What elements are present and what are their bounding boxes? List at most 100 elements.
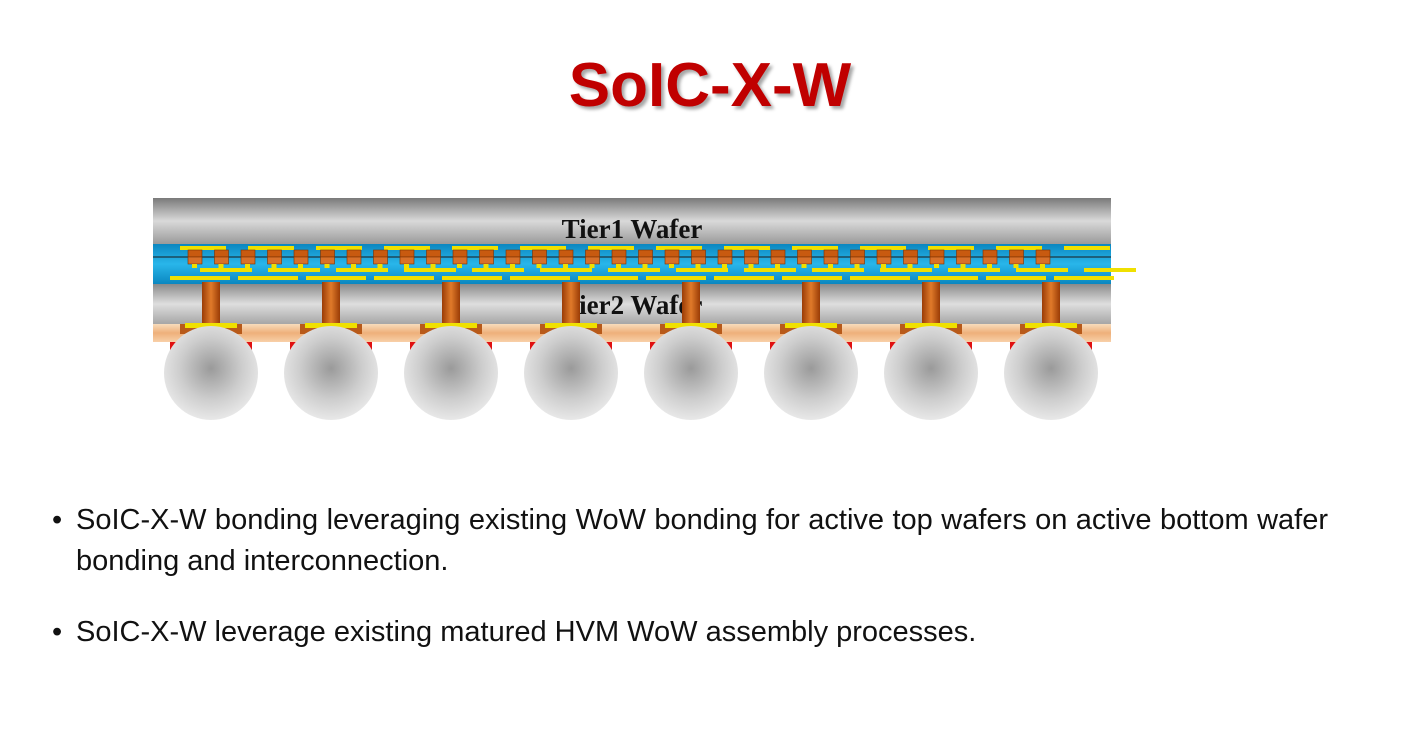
metal-line: [238, 276, 298, 280]
copper-bond-pad: [717, 249, 733, 258]
metal-line: [306, 276, 366, 280]
metal-cap: [545, 323, 597, 328]
copper-bond-pad: [585, 256, 600, 265]
via: [430, 264, 436, 268]
copper-bond-pad: [585, 249, 600, 258]
metal-line: [656, 246, 702, 250]
via: [828, 264, 833, 268]
copper-bond-pad: [1009, 249, 1024, 258]
metal-line: [714, 276, 774, 280]
copper-bond-pad: [823, 256, 839, 265]
metal-line: [384, 246, 430, 250]
tsv: [562, 282, 580, 324]
copper-bond-pad: [532, 256, 547, 265]
solder-bumps: [164, 323, 1098, 420]
copper-bond-pad: [346, 256, 362, 265]
metal-line: [782, 276, 842, 280]
solder-ball: [884, 326, 978, 420]
copper-bond-pad: [240, 256, 256, 265]
copper-bond-pad: [903, 256, 918, 265]
interconnect-layers: [170, 246, 1136, 280]
via: [271, 264, 277, 268]
via: [218, 264, 224, 268]
copper-bond-pad: [479, 256, 494, 265]
tsv: [442, 282, 460, 324]
metal-line: [510, 276, 570, 280]
metal-line: [442, 276, 502, 280]
copper-bond-pad: [399, 249, 415, 258]
via: [907, 264, 913, 268]
copper-bond-pad: [956, 256, 971, 265]
copper-bond-pad: [214, 256, 229, 265]
copper-bond-pad: [744, 256, 759, 265]
via: [669, 264, 674, 268]
metal-cap: [665, 323, 717, 328]
tier2-wafer: [153, 284, 1111, 324]
via: [510, 264, 515, 268]
via: [245, 264, 250, 268]
metal-line: [248, 246, 294, 250]
solder-ball: [404, 326, 498, 420]
metal-line: [180, 246, 226, 250]
tsv: [322, 282, 340, 324]
metal-line: [588, 246, 634, 250]
metal-line: [1054, 276, 1114, 280]
metal-cap: [905, 323, 957, 328]
copper-bond-pad: [346, 249, 362, 258]
copper-bond-pad: [956, 249, 971, 258]
copper-bond-pad: [823, 249, 839, 258]
copper-bond-pad: [770, 249, 786, 258]
metal-line: [200, 268, 252, 272]
copper-bond-pad: [240, 249, 256, 258]
copper-bond-pad: [664, 256, 680, 265]
copper-bond-pad: [505, 256, 521, 265]
metal-line: [792, 246, 838, 250]
via: [563, 264, 568, 268]
copper-bond-pad: [638, 249, 653, 258]
metal-line: [676, 268, 728, 272]
copper-bond-pad: [187, 256, 203, 265]
metal-cap: [1025, 323, 1077, 328]
metal-line: [986, 276, 1046, 280]
via: [404, 264, 409, 268]
copper-bond-pad: [770, 256, 786, 265]
tsv: [202, 282, 220, 324]
via: [987, 264, 992, 268]
copper-bond-pad: [214, 249, 229, 258]
copper-bond-pad: [664, 249, 680, 258]
metal-line: [812, 268, 864, 272]
via: [351, 264, 356, 268]
tsv-overlay: [202, 282, 1060, 324]
copper-bond-pad: [532, 249, 547, 258]
copper-bond-pad: [293, 256, 309, 265]
copper-bond-pad: [982, 249, 998, 258]
metal-cap: [185, 323, 237, 328]
copper-bond-pad: [717, 256, 733, 265]
metal-line: [850, 276, 910, 280]
solder-ball: [644, 326, 738, 420]
metal-line: [860, 246, 906, 250]
copper-bond-pad: [611, 249, 627, 258]
metal-line: [880, 268, 932, 272]
metal-line: [520, 246, 566, 250]
tsv: [682, 282, 700, 324]
copper-bond-pad: [797, 249, 812, 258]
metal-cap: [785, 323, 837, 328]
copper-bond-pad: [1009, 256, 1024, 265]
copper-bond-pad: [691, 256, 706, 265]
copper-bond-pad: [850, 249, 865, 258]
copper-bond-pad: [611, 256, 627, 265]
metal-line: [268, 268, 320, 272]
metal-cap: [425, 323, 477, 328]
metal-line: [928, 246, 974, 250]
metal-line: [336, 268, 388, 272]
copper-bond-pad: [267, 249, 282, 258]
copper-bond-pad: [1035, 249, 1051, 258]
via: [695, 264, 701, 268]
metal-line: [1064, 246, 1110, 250]
metal-line: [472, 268, 524, 272]
via: [722, 264, 727, 268]
copper-bond-pad: [320, 249, 335, 258]
solder-ball: [284, 326, 378, 420]
metal-line: [578, 276, 638, 280]
